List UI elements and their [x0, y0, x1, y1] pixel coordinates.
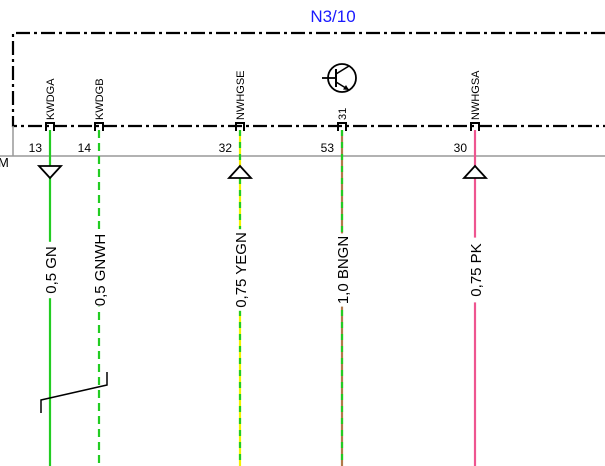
- pin-kwdga: KWDGA 13 0,5 GN: [29, 78, 64, 466]
- wire-label-bg: [333, 233, 351, 307]
- left-edge-label: M: [0, 155, 9, 170]
- arrow-down-icon: [36, 165, 64, 180]
- pin-number: 32: [219, 141, 233, 155]
- wire-label: 0,75 PK: [468, 243, 485, 296]
- pin-number: 53: [321, 141, 335, 155]
- wire-label-bg: [466, 237, 484, 303]
- pin-terminal: [470, 122, 480, 131]
- wire-label: 0,75 YEGN: [233, 232, 250, 308]
- component-title: N3/10: [310, 7, 355, 26]
- switch-symbol: [40, 372, 108, 413]
- wire-label-bg: [90, 233, 108, 307]
- component-boundary: [11, 31, 605, 128]
- wire-label: 0,5 GNWH: [92, 234, 109, 307]
- pin-name: KWDGB: [94, 78, 106, 120]
- pin-31: 31 53 1,0 BNGN: [321, 108, 352, 466]
- pin-terminal: [235, 122, 245, 131]
- pin-name: 31: [337, 108, 349, 120]
- pin-number: 13: [29, 141, 43, 155]
- wire-label-bg: [41, 241, 59, 299]
- pin-terminal: [94, 122, 104, 131]
- pin-name: KWDGA: [45, 78, 57, 120]
- wire-label-bg: [231, 229, 249, 311]
- pin-kwdgb: KWDGB 14 0,5 GNWH: [78, 78, 109, 466]
- wire-label: 1,0 BNGN: [335, 236, 352, 304]
- arrow-up-icon: [226, 164, 254, 179]
- pin-number: 30: [454, 141, 468, 155]
- pin-terminal: [337, 122, 347, 131]
- pin-number: 14: [78, 141, 92, 155]
- pin-nwhgsa: NWHGSA 30 0,75 PK: [454, 70, 489, 466]
- arrow-up-icon: [461, 164, 489, 179]
- pin-nwhgse: NWHGSE 32 0,75 YEGN: [219, 71, 254, 466]
- wire-label: 0,5 GN: [43, 246, 60, 294]
- pins-layer: KWDGA 13 0,5 GN KWDGB 14 0,5 GNWH NWHGSE 32 0,75…: [29, 70, 489, 466]
- transistor-icon: [322, 63, 357, 93]
- pin-terminal: [45, 122, 55, 131]
- pin-name: NWHGSA: [470, 70, 482, 120]
- pin-name: NWHGSE: [235, 71, 247, 121]
